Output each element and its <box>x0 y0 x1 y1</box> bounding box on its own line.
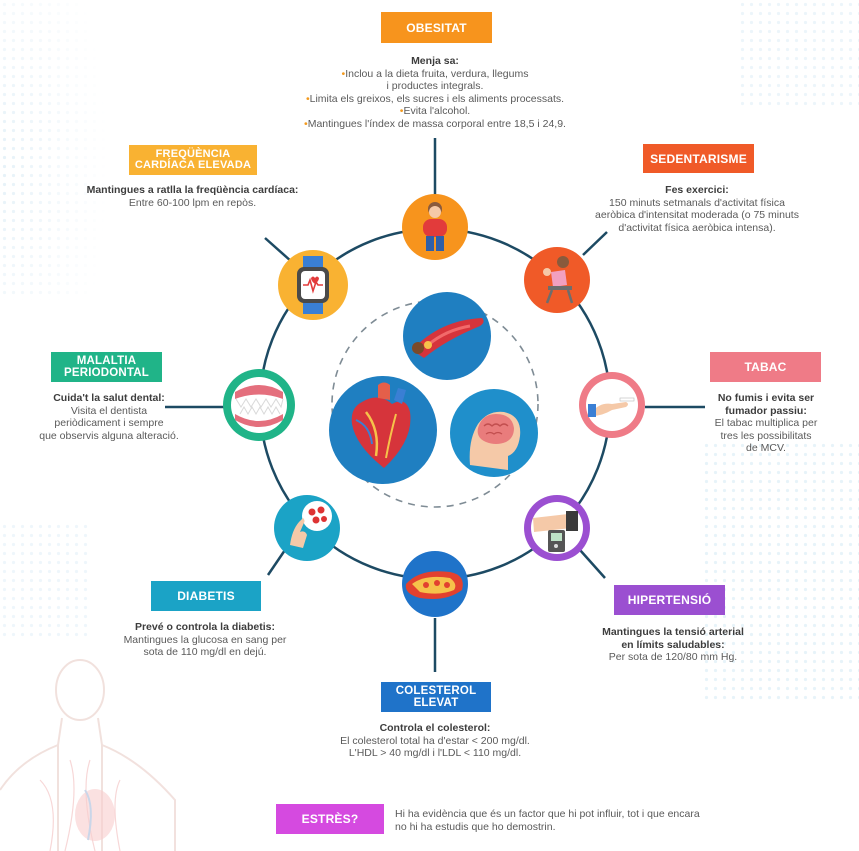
person-icon <box>402 194 468 260</box>
obesitat-line-1-text: Inclou a la dieta fruita, verdura, llegu… <box>345 67 529 80</box>
bullet: • <box>304 117 308 130</box>
obesitat-line-4-text: Evita l'alcohol. <box>403 105 471 117</box>
frequencia-label: FREQÜÈNCIA CARDÍACA ELEVADA <box>129 145 257 175</box>
obesitat-line-5-text: Mantingues l'índex de massa corporal ent… <box>307 117 566 130</box>
obesitat-advice: Menja sa: •Inclou a la dieta fruita, ver… <box>280 55 590 130</box>
periodontal-line-2: periòdicament i sempre <box>54 417 164 429</box>
estres-line-1: Hi ha evidència que és un factor que hi … <box>395 808 700 820</box>
frequencia-label-line-2: CARDÍACA ELEVADA <box>134 159 252 171</box>
obesitat-line-3: •Limita els greixos, els sucres i els al… <box>280 93 590 106</box>
cigarette-hand-icon <box>579 372 645 438</box>
smartwatch-icon <box>278 250 348 320</box>
bullet: • <box>399 105 404 117</box>
halftone-top-right <box>740 0 859 110</box>
periodontal-label: MALALTIA PERIODONTAL <box>51 352 162 382</box>
estres-label-text: ESTRÈS? <box>301 812 359 826</box>
sedentarisme-heading: Fes exercici: <box>665 184 729 196</box>
colesterol-label: COLESTEROL ELEVAT <box>381 682 491 712</box>
glucose-finger-icon <box>274 495 340 561</box>
frequencia-advice: Mantingues a ratlla la freqüència cardía… <box>70 184 315 209</box>
sedentarisme-line-2: aeròbica d'intensitat moderada (o 75 min… <box>595 209 799 221</box>
halftone-top-left <box>0 0 120 300</box>
sedentarisme-line-3: d'activitat física aeròbica intensa). <box>618 221 776 234</box>
periodontal-heading: Cuida't la salut dental: <box>53 392 165 404</box>
sedentarisme-label: SEDENTARISME <box>643 144 754 173</box>
obesitat-line-1: •Inclou a la dieta fruita, verdura, lleg… <box>280 68 590 81</box>
tabac-advice: No fumis i evita ser fumador passiu: El … <box>702 392 830 455</box>
artery-icon <box>402 551 468 617</box>
obesitat-line-5: •Mantingues l'índex de massa corporal en… <box>280 118 590 131</box>
obesitat-heading: Menja sa: <box>411 55 459 67</box>
heart-icon <box>329 376 437 484</box>
connector-lines <box>165 138 705 672</box>
frequencia-label-line-1: FREQÜÈNCIA <box>155 148 231 160</box>
anatomy-silhouette <box>0 659 176 851</box>
diabetis-heading: Prevé o controla la diabetis: <box>134 621 276 633</box>
obesitat-label-text: OBESITAT <box>406 20 467 35</box>
tabac-heading-2: fumador passiu: <box>725 404 807 417</box>
hipertensio-heading-2: en límits saludables: <box>621 638 725 651</box>
halftone-right <box>700 440 859 700</box>
hipertensio-label-text: HIPERTENSIÓ <box>627 593 712 607</box>
hipertensio-label: HIPERTENSIÓ <box>614 585 725 615</box>
colesterol-line-1: El colesterol total ha d'estar < 200 mg/… <box>340 734 530 747</box>
tabac-label-text: TABAC <box>744 360 787 374</box>
tabac-heading-1: No fumis i evita ser <box>717 392 815 404</box>
obesitat-line-3-text: Limita els greixos, els sucres i els ali… <box>309 92 565 105</box>
periodontal-advice: Cuida't la salut dental: Visita el denti… <box>20 392 198 442</box>
colesterol-heading: Controla el colesterol: <box>379 722 491 734</box>
sedentarisme-line-1: 150 minuts setmanals d'activitat física <box>609 196 785 209</box>
exercise-bike-icon <box>524 247 590 313</box>
frequencia-text: Entre 60-100 lpm en repòs. <box>128 196 257 209</box>
diabetis-label: DIABETIS <box>151 581 261 611</box>
estres-label: ESTRÈS? <box>276 804 384 834</box>
tabac-line-2: tres les possibilitats <box>720 429 812 442</box>
tabac-line-3: de MCV. <box>746 442 786 454</box>
periodontal-label-line-1: MALALTIA <box>76 355 137 367</box>
estres-note: Hi ha evidència que és un factor que hi … <box>395 808 735 834</box>
colesterol-label-line-1: COLESTEROL <box>395 685 477 697</box>
estres-line-2: no hi ha estudis que ho demostrin. <box>395 821 556 833</box>
obesitat-line-2: i productes integrals. <box>386 80 484 92</box>
hipertensio-advice: Mantingues la tensió arterial en límits … <box>578 626 768 664</box>
teeth-icon <box>223 369 295 441</box>
obesitat-line-4: •Evita l'alcohol. <box>280 105 590 118</box>
sedentarisme-advice: Fes exercici: 150 minuts setmanals d'act… <box>582 184 812 234</box>
diabetis-advice: Prevé o controla la diabetis: Mantingues… <box>105 621 305 659</box>
obesitat-label: OBESITAT <box>381 12 492 43</box>
periodontal-line-3: que observis alguna alteració. <box>39 429 179 442</box>
colesterol-label-line-2: ELEVAT <box>413 697 459 709</box>
hipertensio-heading-1: Mantingues la tensió arterial <box>602 626 744 638</box>
diabetis-line-1: Mantingues la glucosa en sang per <box>123 633 287 646</box>
tabac-line-1: El tabac multiplica per <box>714 417 818 429</box>
periodontal-line-1: Visita el dentista <box>70 404 148 417</box>
blood-vessel-icon <box>403 292 491 380</box>
brain-icon <box>450 389 538 477</box>
sedentarisme-label-text: SEDENTARISME <box>650 151 747 166</box>
diabetis-label-text: DIABETIS <box>177 589 235 603</box>
colesterol-advice: Controla el colesterol: El colesterol to… <box>300 722 570 760</box>
halftone-bottom-left <box>0 520 90 640</box>
frequencia-heading: Mantingues a ratlla la freqüència cardía… <box>86 184 299 196</box>
hipertensio-text: Per sota de 120/80 mm Hg. <box>608 651 738 663</box>
tabac-label: TABAC <box>710 352 821 382</box>
periodontal-label-line-2: PERIODONTAL <box>63 367 150 379</box>
bullet: • <box>341 67 346 80</box>
diabetis-line-2: sota de 110 mg/dl en dejú. <box>143 646 267 658</box>
bullet: • <box>305 92 310 105</box>
colesterol-line-2: L'HDL > 40 mg/dl i l'LDL < 110 mg/dl. <box>348 747 522 759</box>
blood-pressure-icon <box>524 495 590 561</box>
